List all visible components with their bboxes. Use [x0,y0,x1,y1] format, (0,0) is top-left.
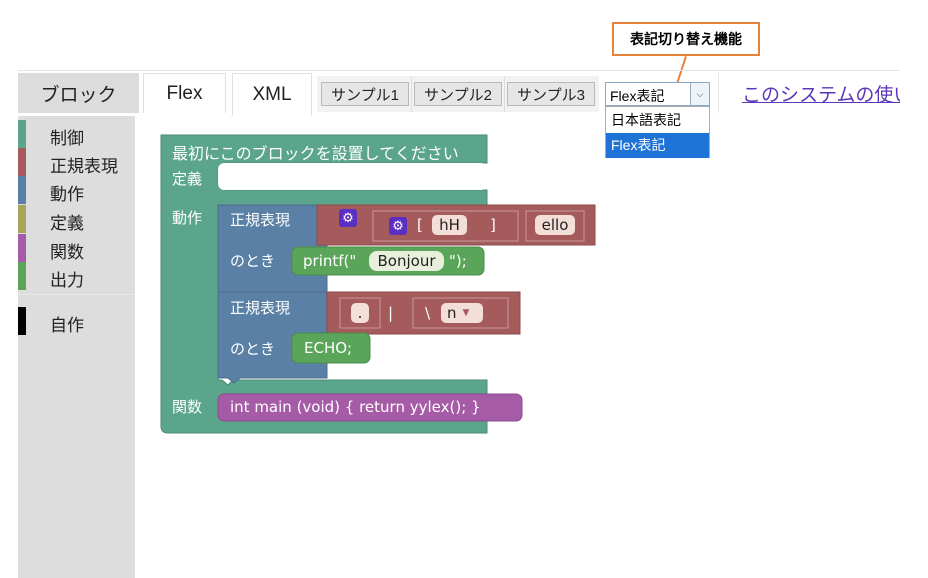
category-color [18,262,26,290]
gear-icon[interactable]: ⚙ [339,209,357,227]
category-color [18,148,26,176]
printf-arg-input[interactable]: Bonjour [369,251,444,271]
notation-switch-callout: 表記切り替え機能 [612,22,760,56]
backslash-symbol: \ [425,304,431,322]
tab-xml[interactable]: XML [232,73,312,116]
define-label: 定義 [172,170,203,188]
category-label: 出力 [50,271,84,291]
chevron-down-icon[interactable]: ⌵ [690,83,709,105]
category-color [18,205,26,233]
category-label: 動作 [50,185,84,205]
action-label: 動作 [172,209,203,227]
dot-input[interactable]: . [351,303,369,323]
category-label: 制御 [50,129,84,149]
category-label: 定義 [50,214,84,234]
rule1-regex-label: 正規表現 [230,211,291,229]
define-slot[interactable] [218,163,487,190]
echo-text: ECHO; [304,339,353,357]
echo-block[interactable] [291,332,371,364]
dropdown-arrow-icon: ▼ [462,308,470,318]
bracket-open: [ [417,216,423,234]
function-label: 関数 [172,398,203,416]
escape-char-value: n [447,304,457,322]
rule2-when-label: のとき [230,340,276,358]
notation-select[interactable]: Flex表記 ⌵ [605,82,710,106]
category-custom[interactable]: 自作 [18,307,135,336]
bracket-close: ] [490,216,496,234]
sample3-button[interactable]: サンプル3 [507,82,595,106]
category-color [18,120,26,148]
category-color [18,176,26,204]
category-definition[interactable]: 定義 [18,205,135,234]
separator [411,76,412,112]
category-color [18,307,26,335]
printf-prefix: printf(" [303,252,357,270]
sample2-button[interactable]: サンプル2 [414,82,502,106]
separator [18,294,135,295]
option-japanese[interactable]: 日本語表記 [611,112,681,128]
category-color [18,234,26,262]
printf-suffix: "); [449,252,467,270]
separator [504,76,505,112]
help-link-container: このシステムの使い [720,74,900,114]
tab-flex[interactable]: Flex [143,73,226,113]
tabbar-top-border [18,70,900,71]
function-block[interactable] [217,393,523,422]
pipe-symbol: | [388,304,394,322]
function-code: int main (void) { return yylex(); } [230,398,481,416]
category-label: 自作 [50,316,84,336]
gear-icon[interactable]: ⚙ [389,217,407,235]
category-sidebar: 制御 正規表現 動作 定義 関数 出力 自作 [18,116,135,578]
notation-dropdown: 日本語表記 Flex表記 [605,106,710,158]
category-control[interactable]: 制御 [18,120,135,149]
text-input[interactable]: ello [535,215,575,235]
category-action[interactable]: 動作 [18,176,135,205]
separator [718,73,719,113]
option-flex[interactable]: Flex表記 [606,133,709,158]
category-output[interactable]: 出力 [18,262,135,291]
category-function[interactable]: 関数 [18,234,135,263]
sample1-button[interactable]: サンプル1 [321,82,409,106]
rule2-regex-label: 正規表現 [230,299,291,317]
notation-select-value: Flex表記 [610,88,665,104]
main-block-title: 最初にこのブロックを設置してください [172,144,459,163]
category-regex[interactable]: 正規表現 [18,148,135,177]
rule1-when-label: のとき [230,252,276,270]
callout-text: 表記切り替え機能 [630,32,742,48]
escape-char-dropdown[interactable]: n ▼ [441,303,483,323]
category-label: 関数 [50,243,84,263]
char-class-input[interactable]: hH [432,215,467,235]
category-label: 正規表現 [50,157,118,177]
tab-blocks[interactable]: ブロック [18,73,139,113]
help-link[interactable]: このシステムの使い [742,84,900,106]
